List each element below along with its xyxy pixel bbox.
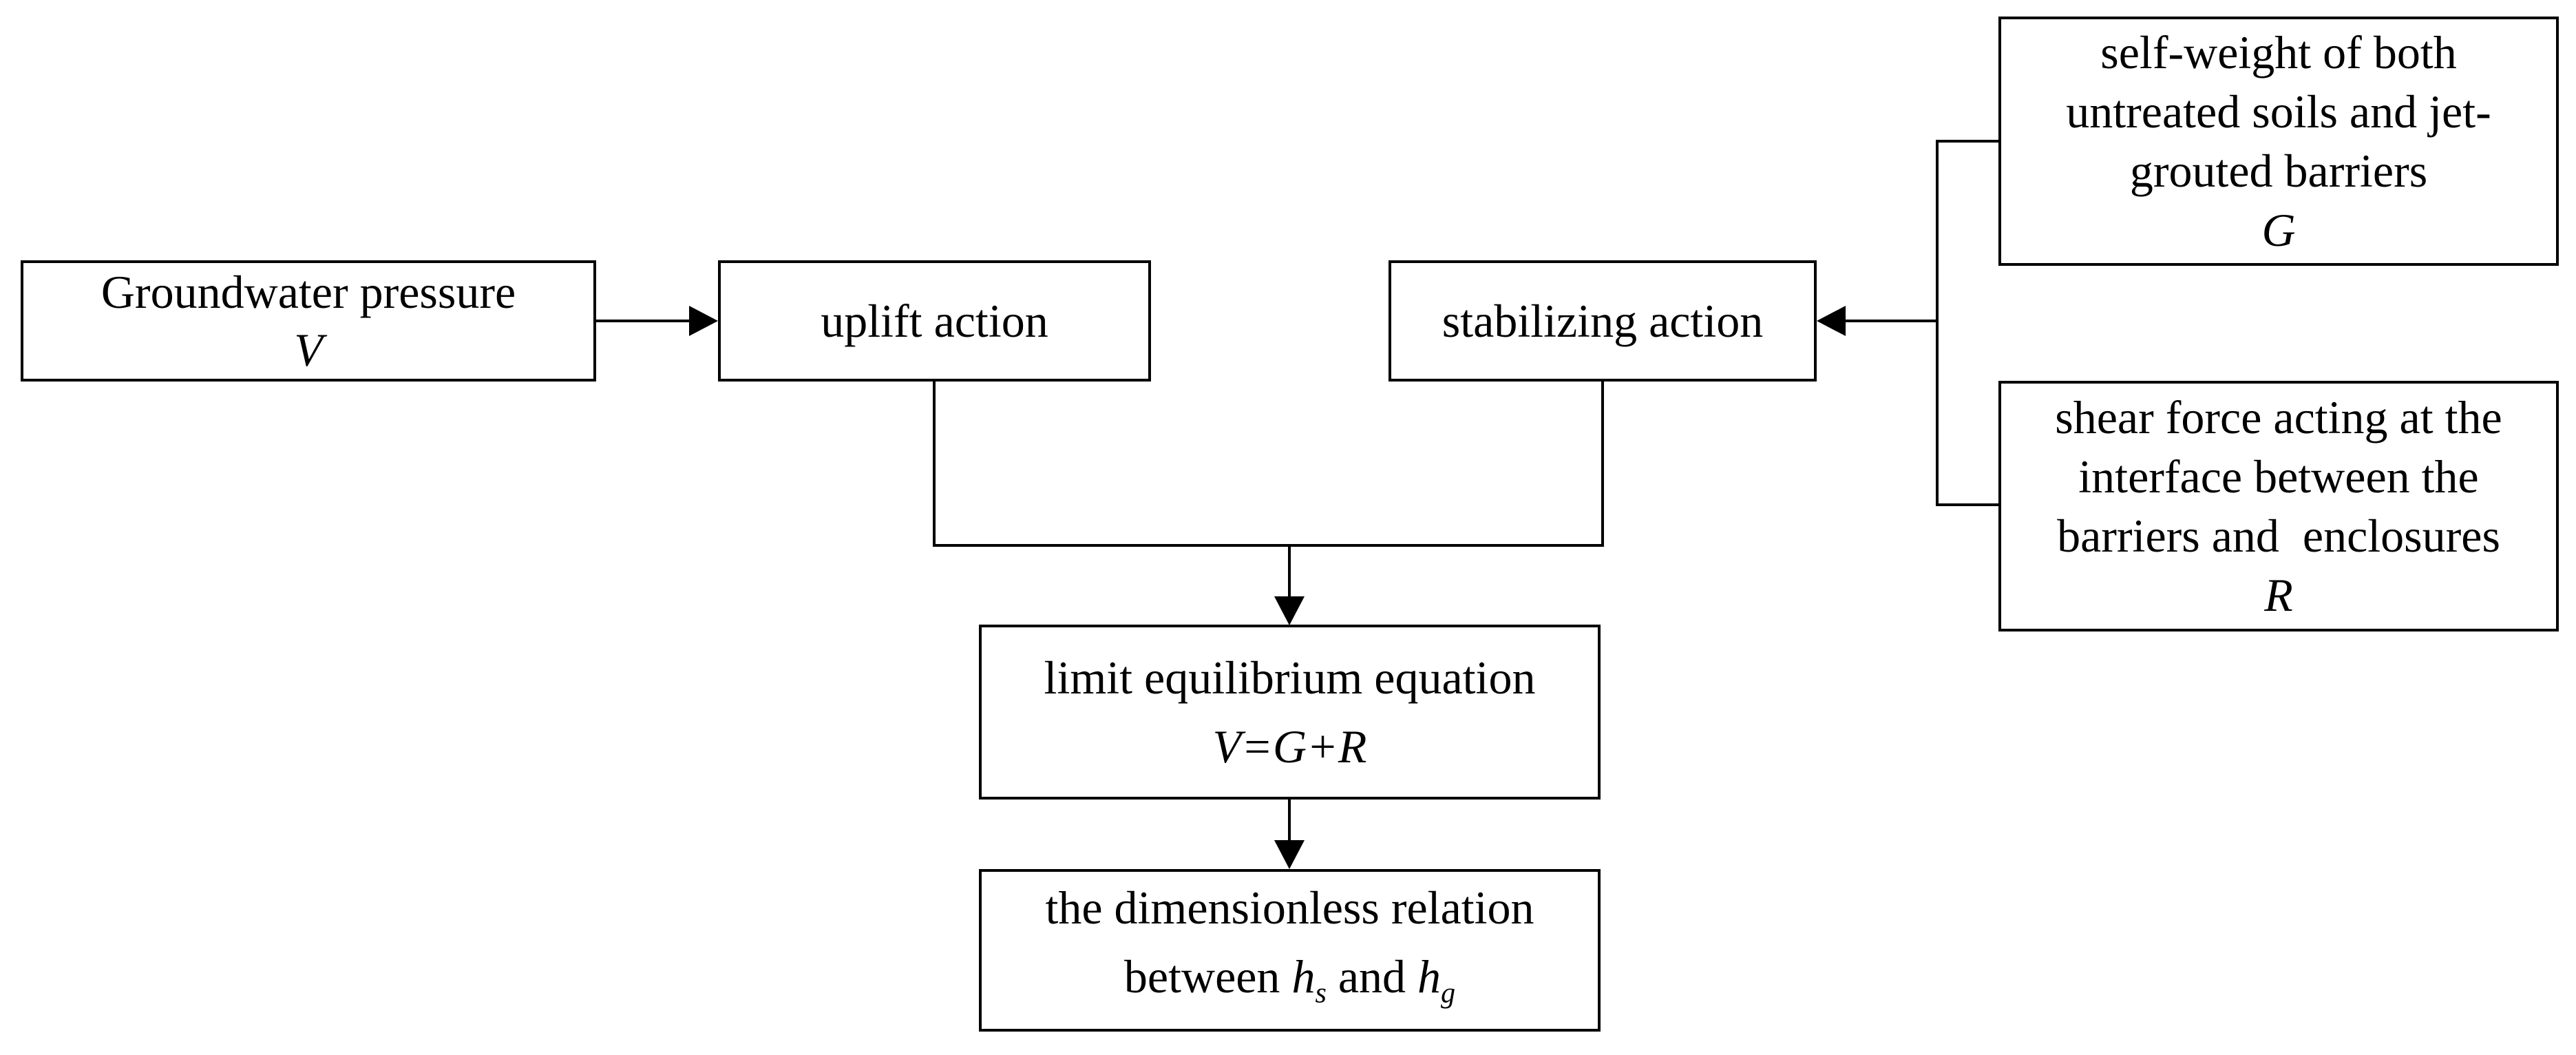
box-groundwater-pressure: Groundwater pressure V — [21, 260, 596, 382]
box-shear-force: shear force acting at the interface betw… — [1998, 381, 2559, 631]
dimensionless-line-2: between hs and hg — [1124, 942, 1455, 1028]
shear-line-3: barriers and enclosures — [2057, 510, 2500, 562]
uplift-label: uplift action — [821, 295, 1048, 347]
arrowhead-left-icon — [1817, 306, 1846, 336]
arrowhead-down-icon — [1274, 840, 1305, 869]
dimensionless-line-2-prefix: between — [1123, 950, 1292, 1003]
hg-subscript: g — [1441, 976, 1456, 1010]
shear-symbol: R — [2264, 569, 2293, 621]
shear-line-1: shear force acting at the — [2055, 391, 2502, 443]
box-uplift-action: uplift action — [718, 260, 1151, 382]
arrowhead-down-icon — [1274, 596, 1305, 625]
box-dimensionless-relation: the dimensionless relation between hs an… — [979, 869, 1601, 1032]
connector-bracket-to-stabilizing — [1843, 320, 1939, 322]
self-weight-line-1: self-weight of both — [2100, 26, 2457, 79]
hg-variable: h — [1417, 950, 1442, 1003]
dimensionless-line-1: the dimensionless relation — [1045, 881, 1534, 934]
box-limit-equilibrium: limit equilibrium equation V=G+R — [979, 625, 1601, 800]
box-stabilizing-action: stabilizing action — [1389, 260, 1817, 382]
hs-subscript: s — [1315, 976, 1327, 1010]
connector-groundwater-to-uplift — [596, 320, 692, 322]
bracket-to-self-weight — [1936, 140, 2001, 143]
limit-label: limit equilibrium equation — [1044, 651, 1536, 704]
dimensionless-line-2-mid: and — [1326, 950, 1418, 1003]
limit-equation: V=G+R — [1212, 720, 1367, 773]
bracket-vertical-line — [1936, 140, 1939, 506]
groundwater-symbol: V — [294, 324, 323, 376]
shear-line-2: interface between the — [2078, 450, 2479, 503]
self-weight-symbol: G — [2261, 204, 2296, 256]
self-weight-line-2: untreated soils and jet- — [2066, 85, 2491, 138]
connector-merge-to-limit — [1288, 544, 1291, 598]
box-self-weight: self-weight of both untreated soils and … — [1998, 17, 2559, 266]
bracket-to-shear — [1936, 503, 2001, 506]
connector-uplift-down — [933, 382, 936, 547]
self-weight-line-3: grouted barriers — [2129, 145, 2428, 197]
connector-stabilizing-down — [1601, 382, 1604, 547]
arrowhead-right-icon — [689, 306, 718, 336]
stabilizing-label: stabilizing action — [1442, 295, 1764, 347]
connector-limit-to-dimensionless — [1288, 800, 1291, 842]
connector-merge-horizontal — [933, 544, 1604, 547]
hs-variable: h — [1291, 950, 1316, 1003]
groundwater-label: Groundwater pressure — [101, 266, 516, 318]
